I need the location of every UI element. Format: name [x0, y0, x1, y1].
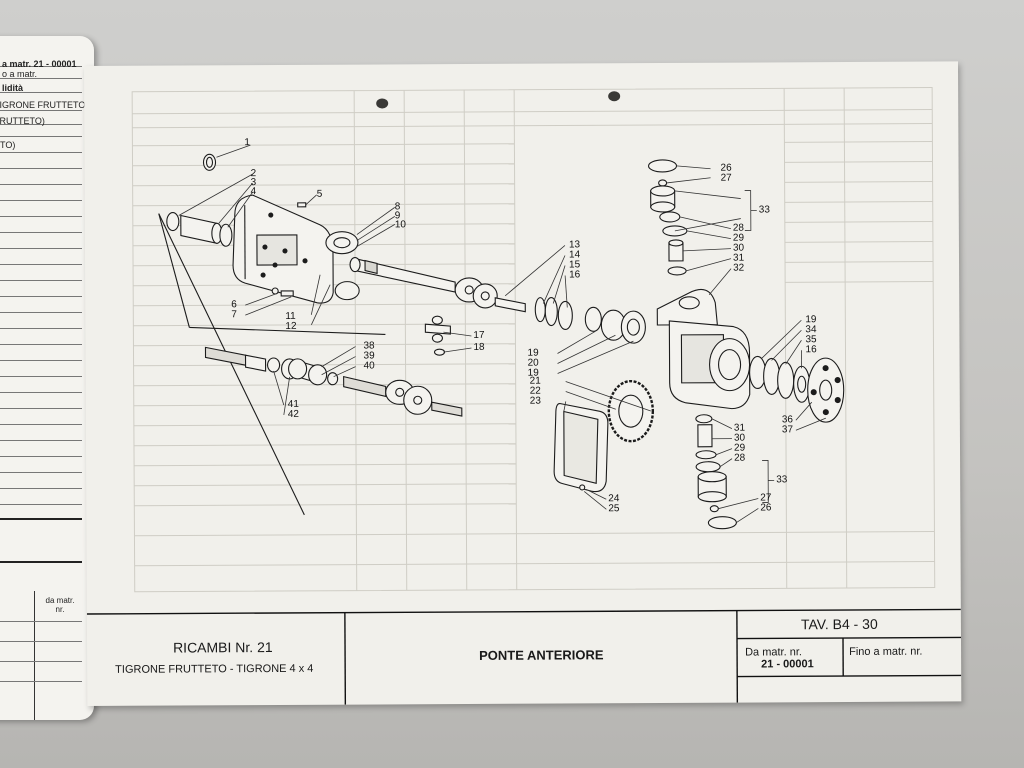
part-number-label: 33	[776, 474, 788, 486]
part-number-label: 32	[733, 262, 745, 274]
part-number-label: 37	[781, 424, 794, 436]
part-number-label: 16	[805, 344, 817, 356]
from-serial-value: 21 - 00001	[761, 658, 814, 671]
left-page-footer-col: da matr. nr.	[45, 596, 75, 614]
part-number-label: 16	[569, 269, 581, 281]
from-serial-label: Da matr. nr.	[745, 646, 802, 659]
part-number-label: 5	[316, 188, 323, 200]
part-number-label: 10	[394, 219, 406, 231]
part-number-label: 42	[287, 408, 299, 420]
part-number-label: 26	[760, 502, 772, 514]
part-number-label: 40	[363, 360, 375, 372]
left-page-header: a matr. 21 - 00001	[2, 59, 77, 69]
part-number-label: 12	[285, 320, 297, 332]
part-number-label: 23	[529, 395, 541, 407]
left-page-header-sub: o a matr.	[2, 69, 38, 79]
part-number-label: 1	[244, 137, 250, 149]
model-names: TIGRONE FRUTTETO - TIGRONE 4 x 4	[115, 662, 314, 676]
part-number-label: 25	[608, 503, 620, 515]
to-serial-label: Fino a matr. nr.	[849, 645, 923, 659]
section-title: PONTE ANTERIORE	[479, 647, 604, 663]
manual-page: 1 2 3 4 5 6 7 8 9 10 11 12 13 14 15 16 1…	[84, 61, 962, 706]
exploded-diagram	[86, 87, 962, 705]
part-number-label: 17	[473, 329, 485, 341]
left-page-entry: ETO)	[0, 140, 16, 150]
part-number-label: 27	[720, 172, 732, 184]
part-number-label: 18	[473, 341, 485, 353]
table-reference: TAV. B4 - 30	[800, 615, 878, 633]
left-page-entry: FRUTTETO)	[0, 116, 45, 126]
left-page: a matr. 21 - 00001 o a matr. lidità TIGR…	[0, 36, 94, 720]
part-number-label: 33	[758, 204, 770, 216]
part-number-label: 7	[231, 309, 237, 321]
left-page-entry: TIGRONE FRUTTETO)	[0, 100, 89, 110]
part-number-label: 4	[250, 186, 257, 198]
spare-parts-number: RICAMBI Nr. 21	[173, 639, 273, 656]
part-number-label: 28	[734, 452, 746, 464]
left-page-validity: lidità	[2, 83, 24, 93]
